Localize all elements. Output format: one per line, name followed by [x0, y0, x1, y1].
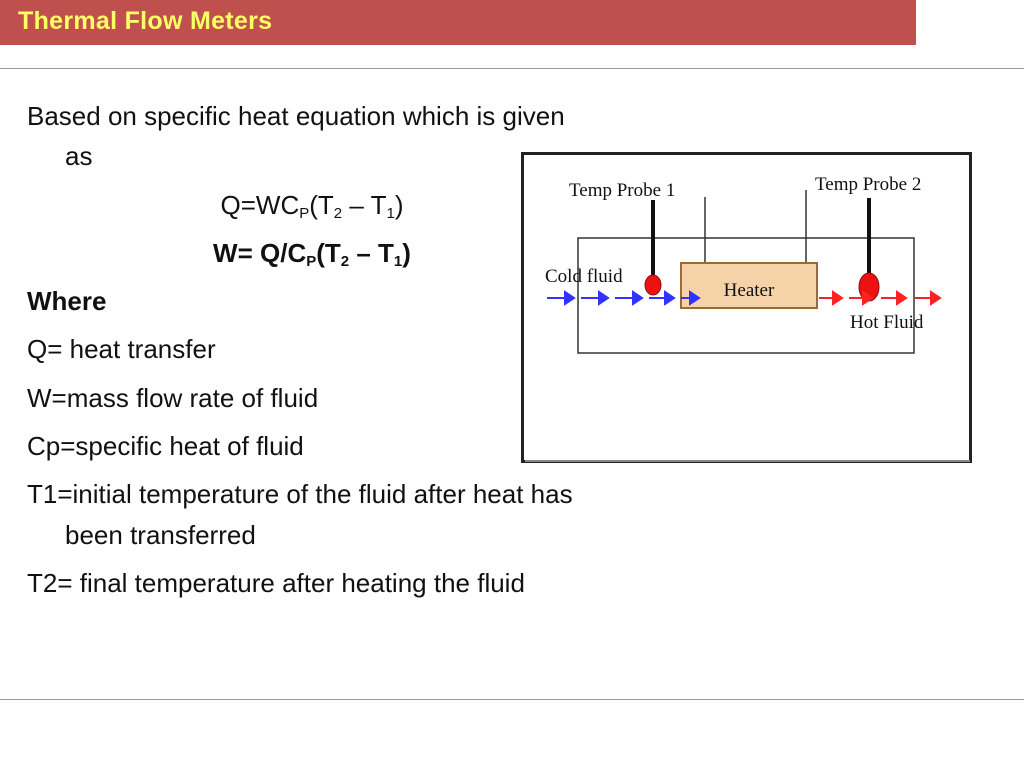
pipe-outline — [577, 237, 915, 354]
cold-fluid-label: Cold fluid — [545, 266, 623, 287]
heater-label: Heater — [724, 280, 775, 301]
slide-body: Based on specific heat equation which is… — [27, 96, 597, 611]
probe1-bulb — [644, 274, 662, 296]
heater-box — [680, 262, 818, 309]
thermal-flow-meter-diagram: Heater Temp Probe 1 Temp Probe 2 Cold fl… — [521, 152, 972, 463]
definition-cp: Cp=specific heat of fluid — [27, 431, 304, 462]
intro-text: Based on specific heat equation which is… — [27, 101, 565, 172]
definition-t1: T1=initial temperature of the fluid afte… — [27, 479, 573, 550]
cold-arrows — [547, 290, 701, 306]
definition-q: Q= heat transfer — [27, 334, 216, 365]
top-divider — [0, 68, 1024, 69]
probe2-label: Temp Probe 2 — [815, 174, 921, 195]
equation-heat: Q=WCP(T2 – T1) — [220, 189, 404, 222]
title-bar: Thermal Flow Meters — [0, 0, 916, 45]
equation-mass-flow: W= Q/CP(T2 – T1) — [213, 237, 411, 270]
hot-fluid-label: Hot Fluid — [850, 312, 924, 333]
probe1-label: Temp Probe 1 — [569, 180, 675, 201]
where-heading: Where — [27, 286, 107, 317]
definition-w: W=mass flow rate of fluid — [27, 382, 319, 413]
definition-t2: T2= final temperature after heating the … — [27, 567, 525, 598]
bottom-divider — [0, 699, 1024, 700]
hot-arrows — [819, 290, 942, 306]
slide-title: Thermal Flow Meters — [18, 7, 273, 35]
